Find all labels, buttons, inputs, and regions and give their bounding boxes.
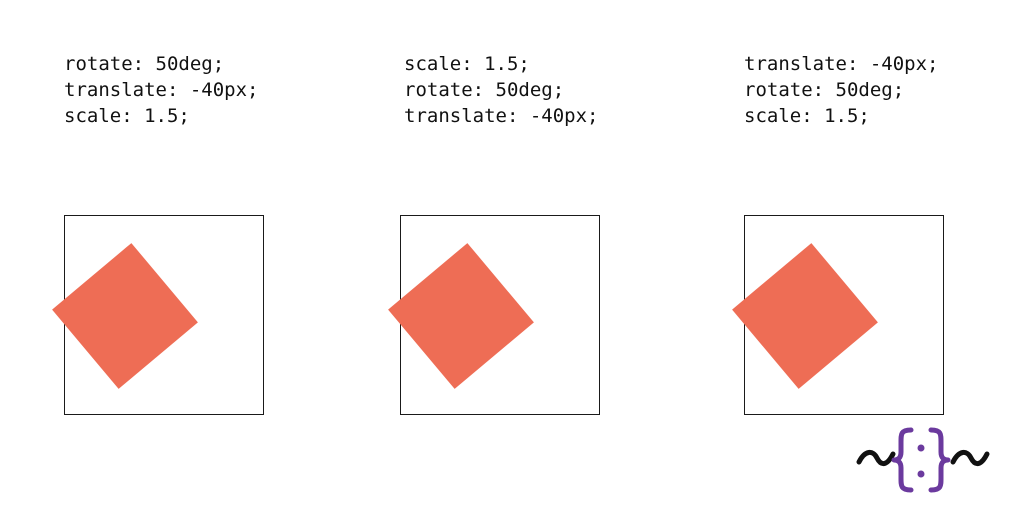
panel-2: scale: 1.5; rotate: 50deg; translate: -4… — [388, 0, 664, 430]
tilde-left-icon — [856, 450, 896, 466]
tilde-right-icon — [950, 450, 990, 466]
left-brace-icon — [891, 427, 914, 493]
code-line: translate: -40px; — [404, 105, 599, 127]
code-line: rotate: 50deg; — [744, 79, 905, 101]
panel-3: translate: -40px; rotate: 50deg; scale: … — [732, 0, 1004, 430]
curly-braces-logo-icon — [855, 418, 995, 498]
panel-1: rotate: 50deg; translate: -40px; scale: … — [52, 0, 324, 430]
code-snippet: scale: 1.5; rotate: 50deg; translate: -4… — [404, 51, 598, 129]
right-brace-icon — [928, 427, 951, 493]
code-line: rotate: 50deg; — [64, 53, 225, 75]
code-line: translate: -40px; — [64, 79, 259, 101]
code-line: translate: -40px; — [744, 53, 939, 75]
colon-bottom-dot-icon — [917, 470, 925, 478]
code-line: scale: 1.5; — [404, 53, 530, 75]
transformed-square — [732, 243, 878, 389]
code-snippet: translate: -40px; rotate: 50deg; scale: … — [744, 51, 938, 129]
reference-frame — [52, 215, 264, 415]
code-line: scale: 1.5; — [744, 105, 870, 127]
code-line: rotate: 50deg; — [404, 79, 565, 101]
code-snippet: rotate: 50deg; translate: -40px; scale: … — [64, 51, 258, 129]
transformed-square — [388, 243, 534, 389]
reference-frame — [388, 215, 600, 415]
colon-top-dot-icon — [917, 444, 925, 452]
transformed-square — [52, 243, 198, 389]
code-line: scale: 1.5; — [64, 105, 190, 127]
reference-frame — [732, 215, 944, 415]
